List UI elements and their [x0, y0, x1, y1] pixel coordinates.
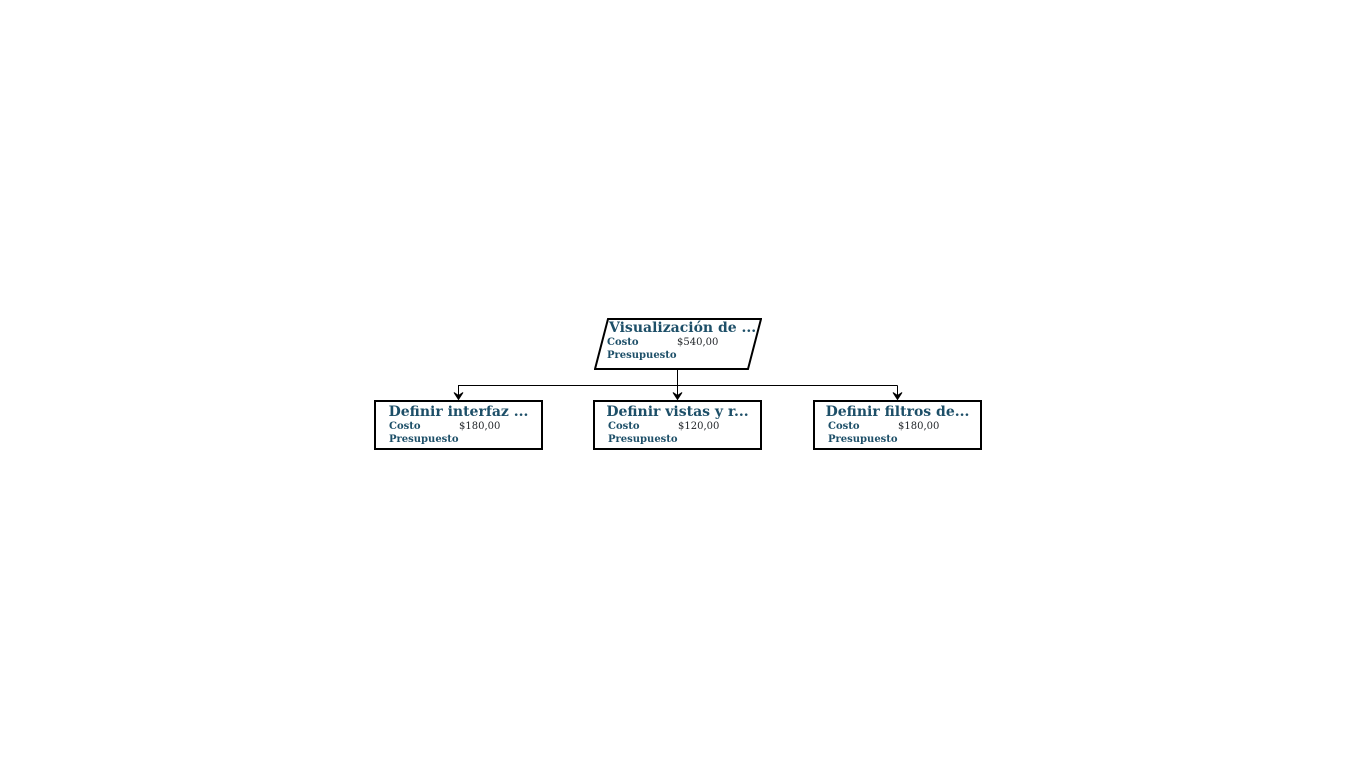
arrowhead-icon — [453, 392, 464, 401]
node-title: Definir filtros de... — [825, 404, 970, 420]
task-node[interactable]: Definir filtros de... Costo $180,00 Pres… — [813, 400, 982, 450]
budget-row: Presupuesto — [376, 433, 541, 446]
task-node[interactable]: Definir vistas y r... Costo $120,00 Pres… — [593, 400, 762, 450]
cost-value: $540,00 — [677, 337, 719, 348]
budget-label: Presupuesto — [608, 434, 678, 445]
cost-label: Costo — [608, 421, 640, 432]
node-title: Visualización de ... — [609, 320, 757, 336]
parallelogram-shape — [594, 318, 762, 370]
cost-label: Costo — [828, 421, 860, 432]
cost-row: Costo $120,00 — [595, 420, 760, 433]
budget-row: Presupuesto — [815, 433, 980, 446]
cost-value: $180,00 — [898, 421, 940, 432]
cost-label: Costo — [607, 337, 639, 348]
arrowhead-icon — [892, 392, 903, 401]
budget-label: Presupuesto — [389, 434, 459, 445]
cost-label: Costo — [389, 421, 421, 432]
node-title: Definir interfaz ... — [388, 404, 529, 420]
node-title: Definir vistas y r... — [606, 404, 749, 420]
cost-row: Costo $180,00 — [815, 420, 980, 433]
cost-row: Costo $540,00 — [594, 336, 762, 349]
cost-row: Costo $180,00 — [376, 420, 541, 433]
arrowhead-icon — [672, 392, 683, 401]
budget-label: Presupuesto — [828, 434, 898, 445]
budget-row: Presupuesto — [595, 433, 760, 446]
budget-label: Presupuesto — [607, 350, 677, 361]
task-node[interactable]: Definir interfaz ... Costo $180,00 Presu… — [374, 400, 543, 450]
summary-task-node[interactable]: Visualización de ... Costo $540,00 Presu… — [594, 318, 762, 370]
cost-value: $120,00 — [678, 421, 720, 432]
budget-row: Presupuesto — [594, 349, 762, 362]
cost-value: $180,00 — [459, 421, 501, 432]
